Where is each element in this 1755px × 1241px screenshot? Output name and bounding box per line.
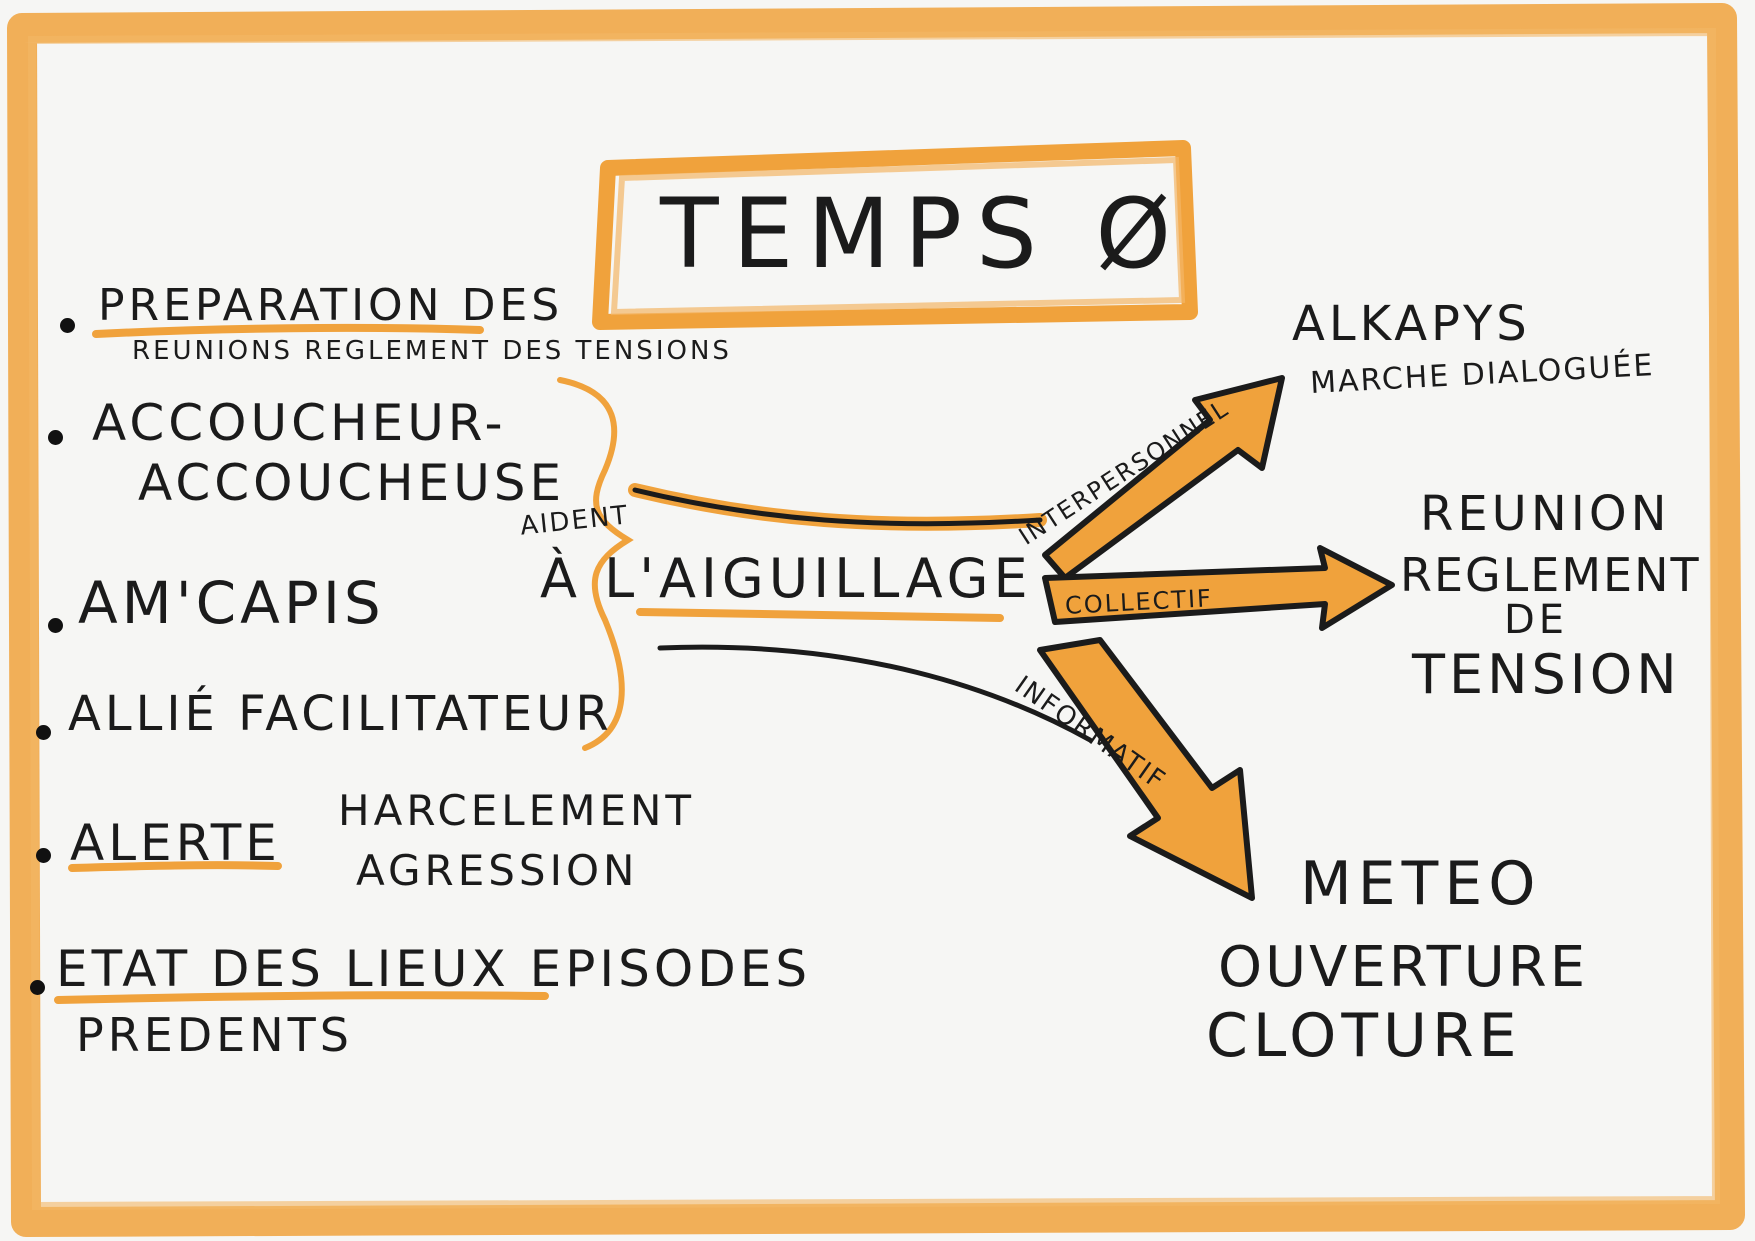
target-meteo: METEO [1300,849,1542,919]
bullet-4 [36,725,51,740]
target-reunion: REUNION [1420,486,1671,542]
item-allie-facilitateur: ALLIÉ FACILITATEUR [68,686,613,742]
bullet-5 [36,848,51,863]
underline-alerte [68,861,282,872]
underline-etat-des-lieux [54,991,549,1004]
item-preparation-line1: PREPARATION DES [98,280,564,331]
bullet-6 [30,980,45,995]
branch-bottom-curve [657,644,1093,743]
item-alerte: ALERTE [70,814,281,872]
item-predents: PREDENTS [76,1008,353,1062]
item-accoucheur-line1: ACCOUCHEUR- [92,394,507,452]
arrow-collectif [1042,545,1395,631]
item-amcapis: AM'CAPIS [78,569,385,637]
arrow-informatif [1037,637,1255,901]
bullet-2 [48,430,63,445]
target-de: DE [1504,597,1569,643]
curly-brace [557,377,634,751]
center-aiguillage: À L'AIGUILLAGE [540,547,1033,610]
bullet-1 [60,318,75,333]
title-box [592,140,1198,330]
branch-top-curve-ink [632,487,1043,527]
item-etat-des-lieux: ETAT DES LIEUX EPISODES [56,940,812,998]
underline-aiguillage [636,608,1004,622]
orange-border [7,3,1745,1237]
title-box-inner [610,156,1186,316]
target-cloture: CLOTURE [1206,1001,1522,1071]
orange-border-inner [27,27,1721,1211]
target-tension: TENSION [1412,643,1681,706]
underline-preparation [92,323,484,338]
page-title: TEMPS Ø [660,178,1186,290]
branch-label-collectif: COLLECTIF [1064,584,1214,620]
target-alkapys: ALKAPYS [1292,296,1531,352]
target-reglement: REGLEMENT [1400,548,1701,602]
bullet-3 [48,618,63,633]
item-harcelement: HARCELEMENT [338,786,696,835]
item-accoucheur-line2: ACCOUCHEUSE [138,454,566,512]
item-preparation-line2: REUNIONS REGLEMENT DES TENSIONS [132,336,732,366]
target-ouverture: OUVERTURE [1218,935,1589,1000]
item-agression: AGRESSION [356,846,639,895]
arrow-interpersonnel [1042,375,1285,581]
